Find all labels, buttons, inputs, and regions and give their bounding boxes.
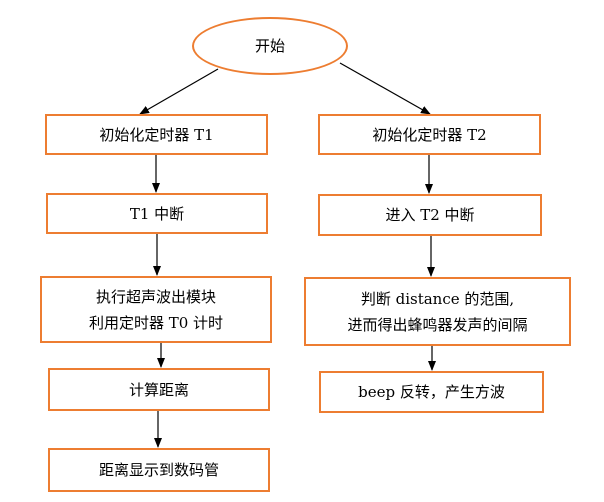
init-t1-box: 初始化定时器 T1 (45, 114, 268, 155)
display-distance-box: 距离显示到数码管 (48, 448, 270, 492)
judge-distance-box: 判断 distance 的范围, 进而得出蜂鸣器发声的间隔 (304, 277, 571, 346)
beep-toggle-box: beep 反转，产生方波 (319, 371, 544, 413)
t1-interrupt-box: T1 中断 (46, 193, 268, 234)
calc-distance-label: 计算距离 (128, 380, 189, 399)
init-t2-box: 初始化定时器 T2 (318, 114, 541, 155)
judge-distance-label-line-1: 判断 distance 的范围, (360, 289, 515, 308)
t2-interrupt-box: 进入 T2 中断 (318, 194, 542, 236)
beep-toggle-label: beep 反转，产生方波 (358, 383, 505, 401)
t1-interrupt-label: T1 中断 (129, 204, 185, 223)
display-distance-label: 距离显示到数码管 (98, 461, 219, 479)
arrow-start-to-init-t1 (139, 68, 219, 115)
start-label: 开始 (254, 37, 285, 55)
init-t1-label: 初始化定时器 T1 (99, 125, 214, 144)
run-ultrasonic-box: 执行超声波出模块 利用定时器 T0 计时 (40, 276, 272, 343)
calc-distance-box: 计算距离 (48, 368, 270, 411)
judge-distance-label-line-2: 进而得出蜂鸣器发声的间隔 (347, 315, 528, 334)
t2-interrupt-label: 进入 T2 中断 (385, 206, 475, 224)
run-ultrasonic-label-line-2: 利用定时器 T0 计时 (88, 313, 224, 332)
arrow-start-to-init-t2 (339, 62, 431, 115)
init-t2-label: 初始化定时器 T2 (372, 125, 487, 144)
run-ultrasonic-label-line-1: 执行超声波出模块 (95, 287, 216, 306)
start-node: 开始 (192, 17, 348, 75)
